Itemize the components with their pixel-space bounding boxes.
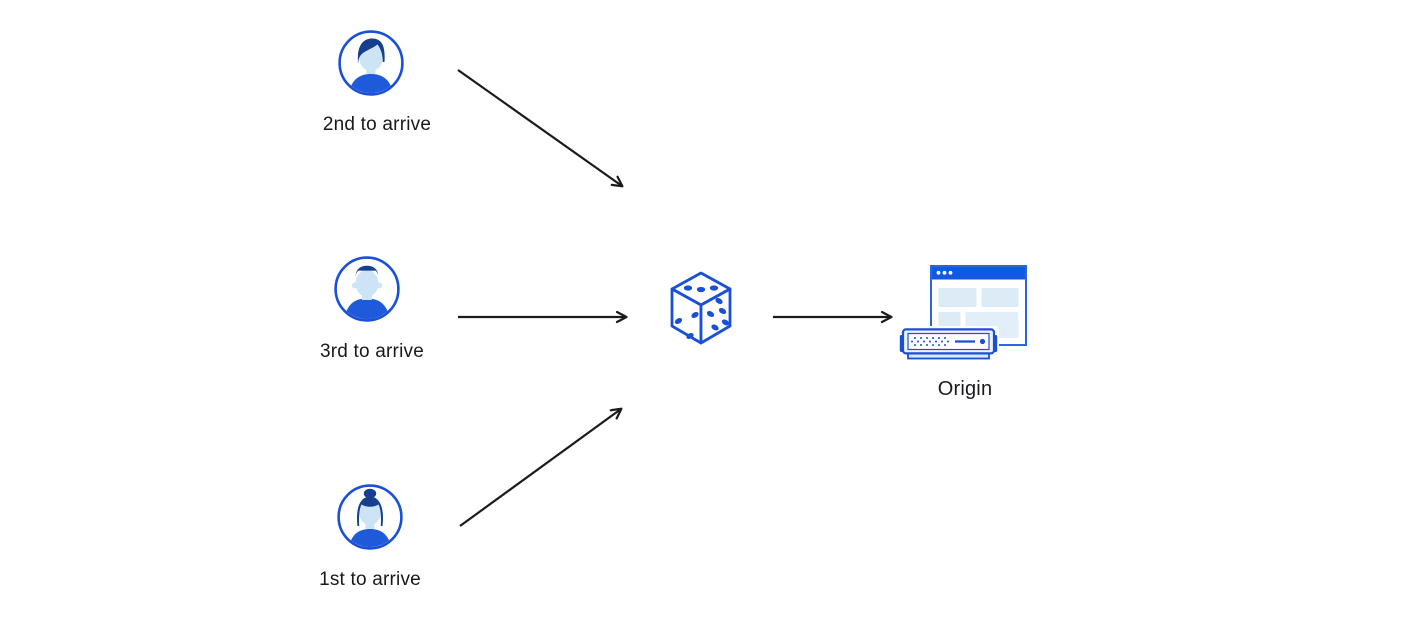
user-1st-label: 1st to arrive (319, 569, 421, 590)
avatar-man-crew-cut-icon (334, 256, 400, 322)
dice-icon (669, 270, 733, 348)
arrow-user1st-to-dice (459, 409, 621, 527)
origin-server-icon (897, 326, 1000, 364)
avatar-man-side-part-icon (338, 30, 404, 96)
user-3rd-label: 3rd to arrive (320, 341, 424, 362)
origin-server (897, 326, 1000, 364)
arrow-user2nd-to-dice (457, 69, 622, 186)
origin-label: Origin (937, 378, 993, 400)
user-node-2nd (338, 30, 404, 96)
user-2nd-label: 2nd to arrive (322, 114, 432, 135)
user-node-3rd (334, 256, 400, 322)
avatar-woman-bun-icon (337, 484, 403, 550)
user-node-1st (337, 484, 403, 550)
dice-node (669, 270, 733, 348)
